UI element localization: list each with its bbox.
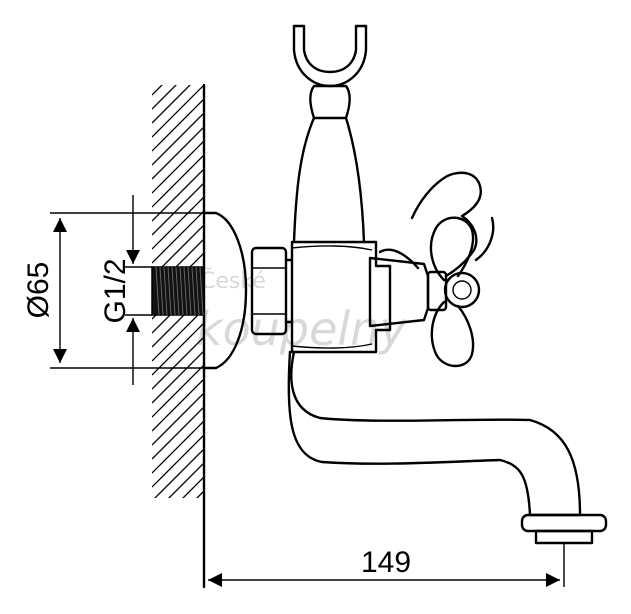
- hatch-line: [152, 0, 204, 11]
- thread-line: [171, 266, 176, 316]
- length-label: 149: [361, 546, 411, 579]
- thread-label: G1/2: [99, 258, 132, 323]
- hatch-line: [196, 490, 204, 498]
- diameter-label: Ø65: [22, 262, 55, 319]
- hatch-line: [152, 154, 204, 208]
- thread-pattern: [155, 266, 204, 316]
- thread-line: [187, 266, 192, 316]
- hatch-line: [152, 0, 204, 39]
- hatch-line: [152, 210, 204, 264]
- hatch-line: [154, 448, 204, 498]
- watermark-line1: České: [200, 268, 266, 294]
- hatch-line: [152, 406, 204, 460]
- hatch-line: [152, 336, 204, 390]
- hatch-line: [152, 196, 204, 250]
- hatch-line: [152, 1, 204, 53]
- hatch-line: [152, 15, 204, 67]
- hatch-line: [168, 462, 204, 498]
- wall-rosette: [202, 211, 248, 370]
- hatch-line: [152, 182, 204, 236]
- thread-line: [191, 266, 196, 316]
- hatch-line: [152, 322, 204, 376]
- hatch-line: [152, 364, 204, 418]
- hatch-line: [152, 392, 204, 446]
- hatch-line: [152, 378, 204, 432]
- hatch-line: [152, 0, 204, 25]
- hex-nut: [250, 246, 294, 336]
- hatch-line: [152, 85, 204, 138]
- hatch-line: [152, 29, 204, 81]
- length-dimension: 149: [208, 543, 565, 587]
- faucet-body: [290, 240, 392, 354]
- hatch-line: [152, 308, 204, 362]
- hatch-line: [152, 85, 163, 96]
- thread-line: [199, 266, 204, 316]
- hatch-line: [152, 420, 204, 474]
- hatch-line: [152, 85, 191, 124]
- hatch-line: [152, 126, 204, 180]
- thread-line: [159, 266, 164, 316]
- riser-column: [292, 116, 366, 244]
- hatch-line: [152, 85, 177, 110]
- diameter-dimension: Ø65: [22, 212, 204, 369]
- thread-line: [155, 266, 160, 316]
- hatch-line: [182, 476, 204, 498]
- thread-line: [195, 266, 200, 316]
- hatch-line: [152, 505, 204, 557]
- thread-line: [183, 266, 188, 316]
- hatch-line: [152, 98, 204, 152]
- spout-aerator: [520, 513, 608, 533]
- shower-holder-fork: [292, 24, 368, 88]
- threaded-connector: [151, 266, 205, 316]
- hatch-line: [152, 112, 204, 166]
- thread-dimension: G1/2: [99, 195, 152, 385]
- thread-line: [167, 266, 172, 316]
- thread-line: [179, 266, 184, 316]
- spout: [287, 350, 582, 517]
- hatch-line: [152, 140, 204, 194]
- spout-tip: [534, 529, 594, 545]
- hatch-line: [152, 350, 204, 404]
- hatch-line: [152, 434, 204, 488]
- hatch-line: [152, 519, 204, 571]
- cross-handle: [378, 171, 495, 368]
- thread-line: [175, 266, 180, 316]
- thread-line: [163, 266, 168, 316]
